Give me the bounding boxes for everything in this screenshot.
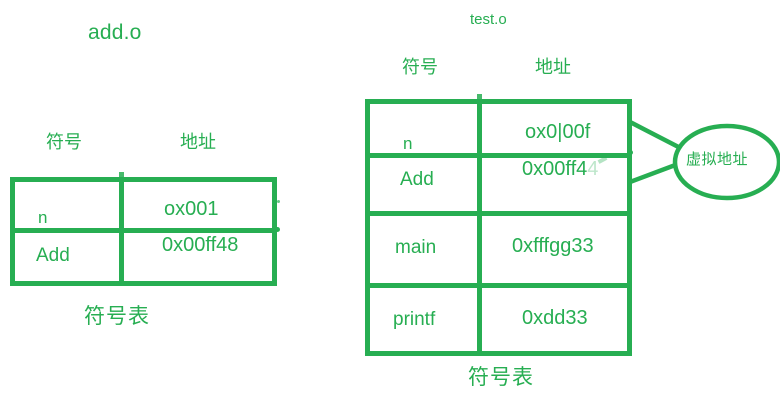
- address-visible-part: 0x00ff4: [522, 158, 588, 180]
- right-table-row-divider-3: [365, 283, 632, 288]
- left-table-ink-nib: [119, 172, 124, 178]
- left-table-row-divider-1: [10, 228, 277, 233]
- right-table-caption: 符号表: [468, 366, 534, 389]
- right-table-column-divider: [477, 99, 482, 356]
- ellipse-shape: [672, 123, 780, 201]
- left-table-ink-dot-small: [277, 200, 280, 203]
- table-row: 0x00ff48: [162, 234, 239, 256]
- table-row: ox0|00f: [525, 121, 591, 143]
- symbol-table-test-o: [365, 99, 632, 356]
- callout-label-virtual-address: 虚拟地址: [686, 151, 749, 168]
- left-table-ink-dot: [275, 227, 280, 232]
- file-title-test-o: test.o: [470, 11, 507, 28]
- table-row: n: [38, 208, 48, 227]
- right-column-header-symbol: 符号: [402, 57, 438, 77]
- table-row: Add: [36, 245, 70, 266]
- callout-ellipse: [672, 123, 780, 201]
- table-row: n: [403, 134, 413, 153]
- right-table-row-divider-1: [365, 153, 632, 158]
- table-row: 0xdd33: [522, 307, 588, 329]
- address-faded-part: 4: [587, 158, 599, 180]
- file-title-add-o: add.o: [88, 21, 142, 44]
- right-table-row-divider-2: [365, 211, 632, 216]
- table-row: ox001: [164, 198, 219, 220]
- table-row: 0x00ff44: [522, 159, 598, 179]
- left-column-header-symbol: 符号: [46, 132, 82, 152]
- table-row: printf: [393, 309, 436, 330]
- left-column-header-address: 地址: [180, 132, 216, 152]
- right-table-ink-nib: [477, 94, 482, 100]
- table-row: main: [395, 237, 437, 258]
- table-row: 0xfffgg33: [512, 235, 594, 257]
- left-table-caption: 符号表: [84, 305, 150, 328]
- table-row: Add: [400, 169, 434, 190]
- right-column-header-address: 地址: [535, 57, 571, 77]
